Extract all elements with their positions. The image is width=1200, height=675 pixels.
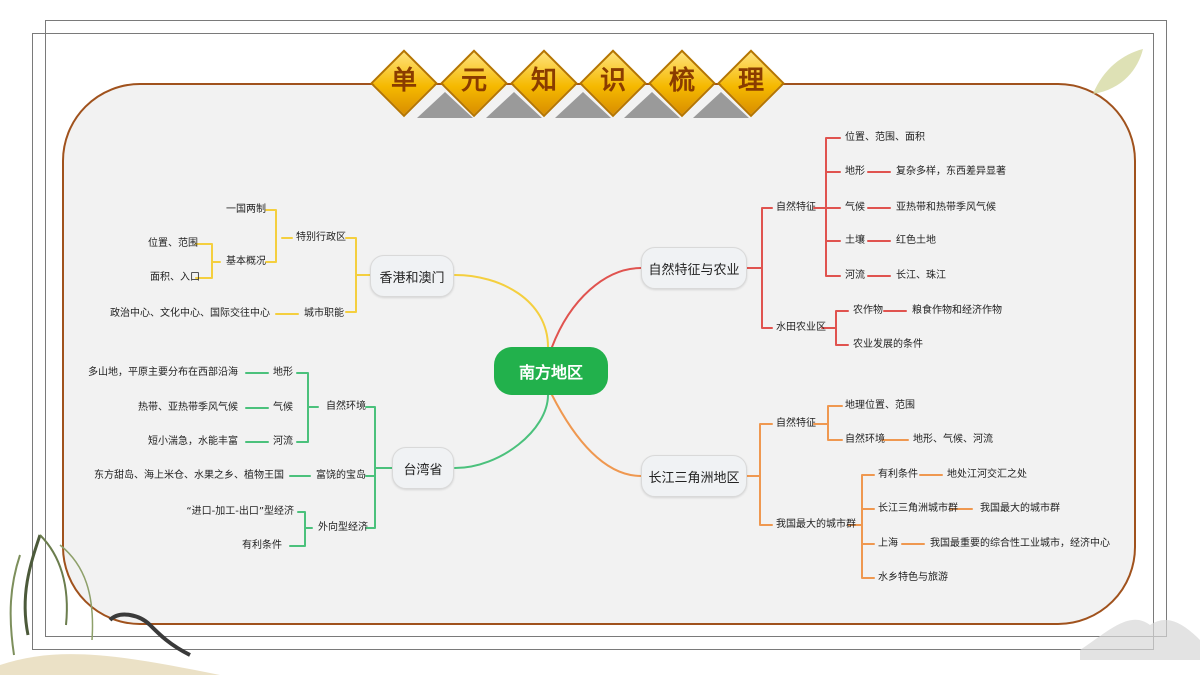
leaf-decoration — [1093, 49, 1143, 94]
node-nat-natural: 自然特征 — [776, 202, 816, 213]
banner-char: 理 — [737, 66, 764, 96]
banner-diamond: 知 — [510, 48, 582, 120]
node-cj-cluster: 长江三角洲城市群 — [878, 503, 958, 514]
banner-char: 知 — [530, 66, 557, 96]
branch-natural-agriculture: 自然特征与农业 — [641, 247, 747, 289]
branch-taiwan: 台湾省 — [392, 447, 454, 489]
banner-char: 单 — [390, 66, 417, 96]
node-nat-crops-detail: 粮食作物和经济作物 — [912, 305, 1002, 316]
node-tw-climate: 气候 — [273, 402, 293, 413]
banner-char: 识 — [599, 66, 626, 96]
node-position-range: 位置、范围 — [148, 238, 198, 249]
banner-triangle — [555, 92, 611, 118]
node-nat-soil-detail: 红色土地 — [896, 235, 936, 246]
banner-char: 梳 — [668, 66, 695, 96]
node-nat-crops: 农作物 — [853, 305, 883, 316]
node-nat-conditions: 农业发展的条件 — [853, 339, 923, 350]
node-cj-env-detail: 地形、气候、河流 — [913, 434, 993, 445]
node-tw-rivers: 河流 — [273, 436, 293, 447]
node-tw-treasure: 富饶的宝岛 — [316, 470, 366, 481]
node-nat-position: 位置、范围、面积 — [845, 132, 925, 143]
banner-diamond: 元 — [440, 48, 512, 120]
node-nat-rivers-detail: 长江、珠江 — [896, 270, 946, 281]
outer-frame — [32, 33, 1154, 650]
node-special-zone: 特别行政区 — [296, 232, 346, 243]
node-tw-rivers-detail: 短小湍急，水能丰富 — [148, 436, 238, 447]
node-cj-water-town: 水乡特色与旅游 — [878, 572, 948, 583]
node-cj-cities: 我国最大的城市群 — [776, 519, 856, 530]
node-area-entry: 面积、入口 — [150, 272, 200, 283]
banner-triangle — [624, 92, 680, 118]
banner-diamond: 理 — [717, 48, 789, 120]
node-cj-favorable: 有利条件 — [878, 469, 918, 480]
node-tw-export-econ: 外向型经济 — [318, 522, 368, 533]
node-tw-climate-detail: 热带、亚热带季风气候 — [138, 402, 238, 413]
banner-triangle — [486, 92, 542, 118]
node-nat-climate-detail: 亚热带和热带季风气候 — [896, 202, 996, 213]
willow-decoration — [0, 534, 220, 675]
node-city-function: 城市职能 — [304, 308, 344, 319]
node-cj-natural: 自然特征 — [776, 418, 816, 429]
node-nat-terrain: 地形 — [845, 166, 865, 177]
node-cj-shanghai-detail: 我国最重要的综合性工业城市，经济中心 — [930, 538, 1110, 549]
banner-diamond: 梳 — [648, 48, 720, 120]
node-nat-rivers: 河流 — [845, 270, 865, 281]
node-tw-nature: 自然环境 — [326, 401, 366, 412]
banner-diamond: 识 — [579, 48, 651, 120]
node-overview: 基本概况 — [226, 256, 266, 267]
node-cj-shanghai: 上海 — [878, 538, 898, 549]
node-tw-favorable: 有利条件 — [242, 540, 282, 551]
node-tw-terrain: 地形 — [273, 367, 293, 378]
node-cj-env: 自然环境 — [845, 434, 885, 445]
node-nat-climate: 气候 — [845, 202, 865, 213]
inner-frame — [45, 20, 1167, 637]
node-tw-terrain-detail: 多山地，平原主要分布在西部沿海 — [88, 367, 238, 378]
node-cj-cluster-detail: 我国最大的城市群 — [980, 503, 1060, 514]
node-cj-favorable-detail: 地处江河交汇之处 — [947, 469, 1027, 480]
node-one-country: 一国两制 — [226, 204, 266, 215]
banner-char: 元 — [460, 66, 487, 96]
branch-yangtze-delta: 长江三角洲地区 — [641, 455, 747, 497]
node-nat-paddy: 水田农业区 — [776, 322, 826, 333]
banner-triangle — [417, 92, 473, 118]
banner-diamond: 单 — [370, 48, 442, 120]
banner-triangle — [693, 92, 749, 118]
center-node: 南方地区 — [494, 347, 608, 395]
node-city-function-detail: 政治中心、文化中心、国际交往中心 — [110, 308, 270, 319]
mountain-decoration — [1080, 619, 1200, 660]
node-tw-export-detail: “进口-加工-出口”型经济 — [186, 506, 294, 517]
node-nat-terrain-detail: 复杂多样，东西差异显著 — [896, 166, 1006, 177]
branch-hk-macao: 香港和澳门 — [370, 255, 454, 297]
node-tw-treasure-detail: 东方甜岛、海上米仓、水果之乡、植物王国 — [94, 470, 284, 481]
node-cj-geo-pos: 地理位置、范围 — [845, 400, 915, 411]
node-nat-soil: 土壤 — [845, 235, 865, 246]
